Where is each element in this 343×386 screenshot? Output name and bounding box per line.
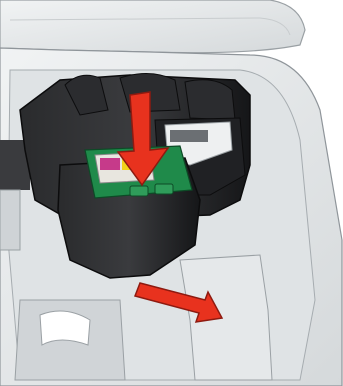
vent-right xyxy=(155,184,173,194)
front-slot-right xyxy=(180,255,272,380)
printer-lid xyxy=(0,0,305,53)
latch-left xyxy=(40,311,90,345)
side-panel xyxy=(0,190,20,250)
label-stripe xyxy=(170,130,208,142)
magenta-swatch xyxy=(100,158,120,170)
vent-left xyxy=(130,186,148,196)
